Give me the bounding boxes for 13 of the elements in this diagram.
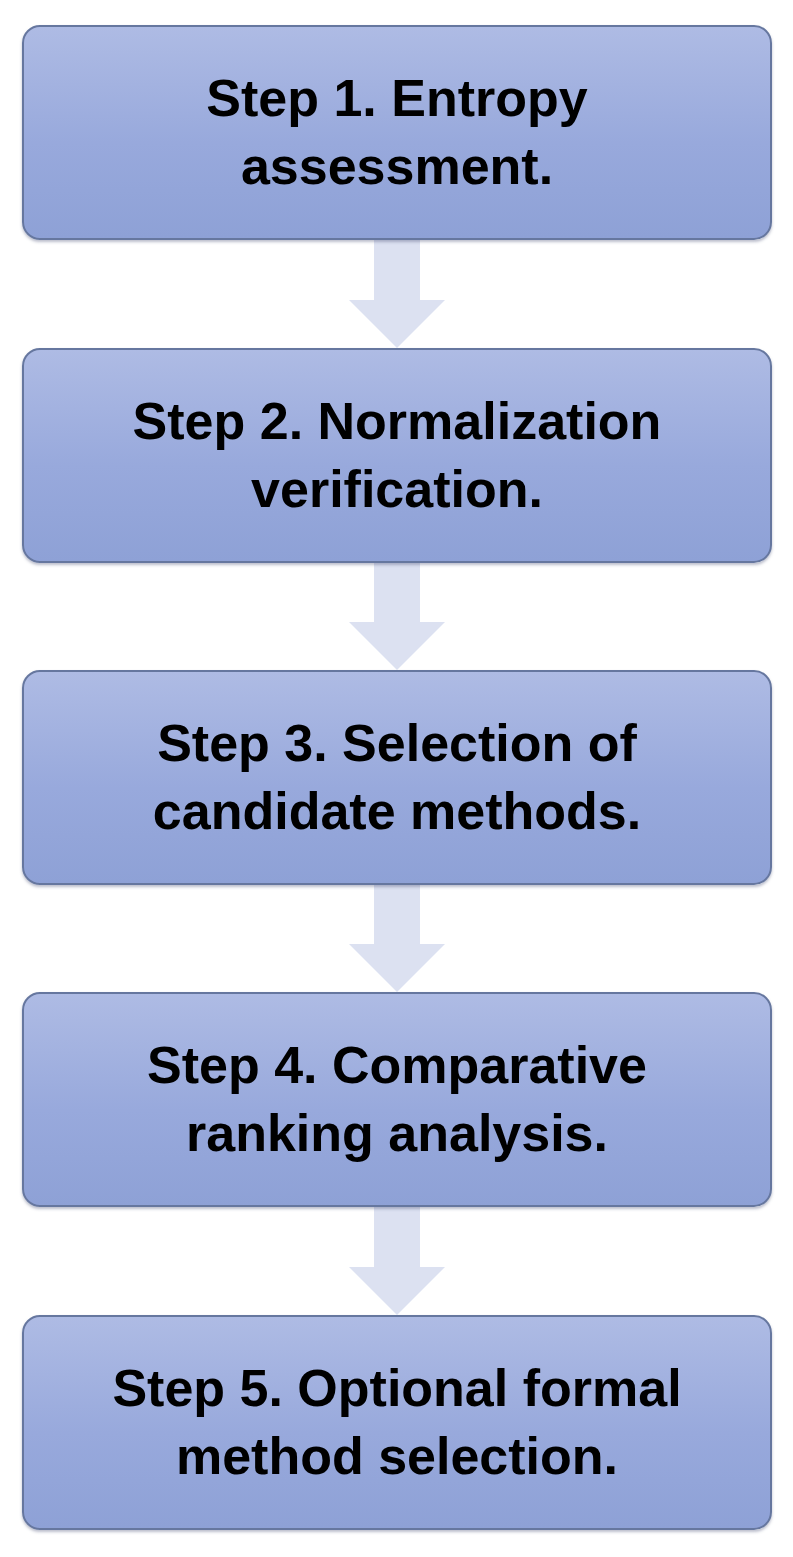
process-box	[22, 348, 772, 563]
process-box	[22, 25, 772, 240]
process-box	[22, 992, 772, 1207]
process-box	[22, 1315, 772, 1530]
process-box	[22, 670, 772, 885]
step-text: Step 3. Selection of candidate methods.	[151, 712, 643, 842]
block-arrow	[349, 240, 445, 348]
step-text: Step 4. Comparative ranking analysis.	[146, 1034, 648, 1164]
step-text: Step 5. Optional formal method selection.	[111, 1357, 683, 1487]
step-text: Step 1. Entropy assessment.	[205, 67, 589, 197]
step-text: Step 2. Normalization verification.	[131, 390, 663, 520]
block-arrow	[349, 563, 445, 670]
block-arrow	[349, 885, 445, 992]
